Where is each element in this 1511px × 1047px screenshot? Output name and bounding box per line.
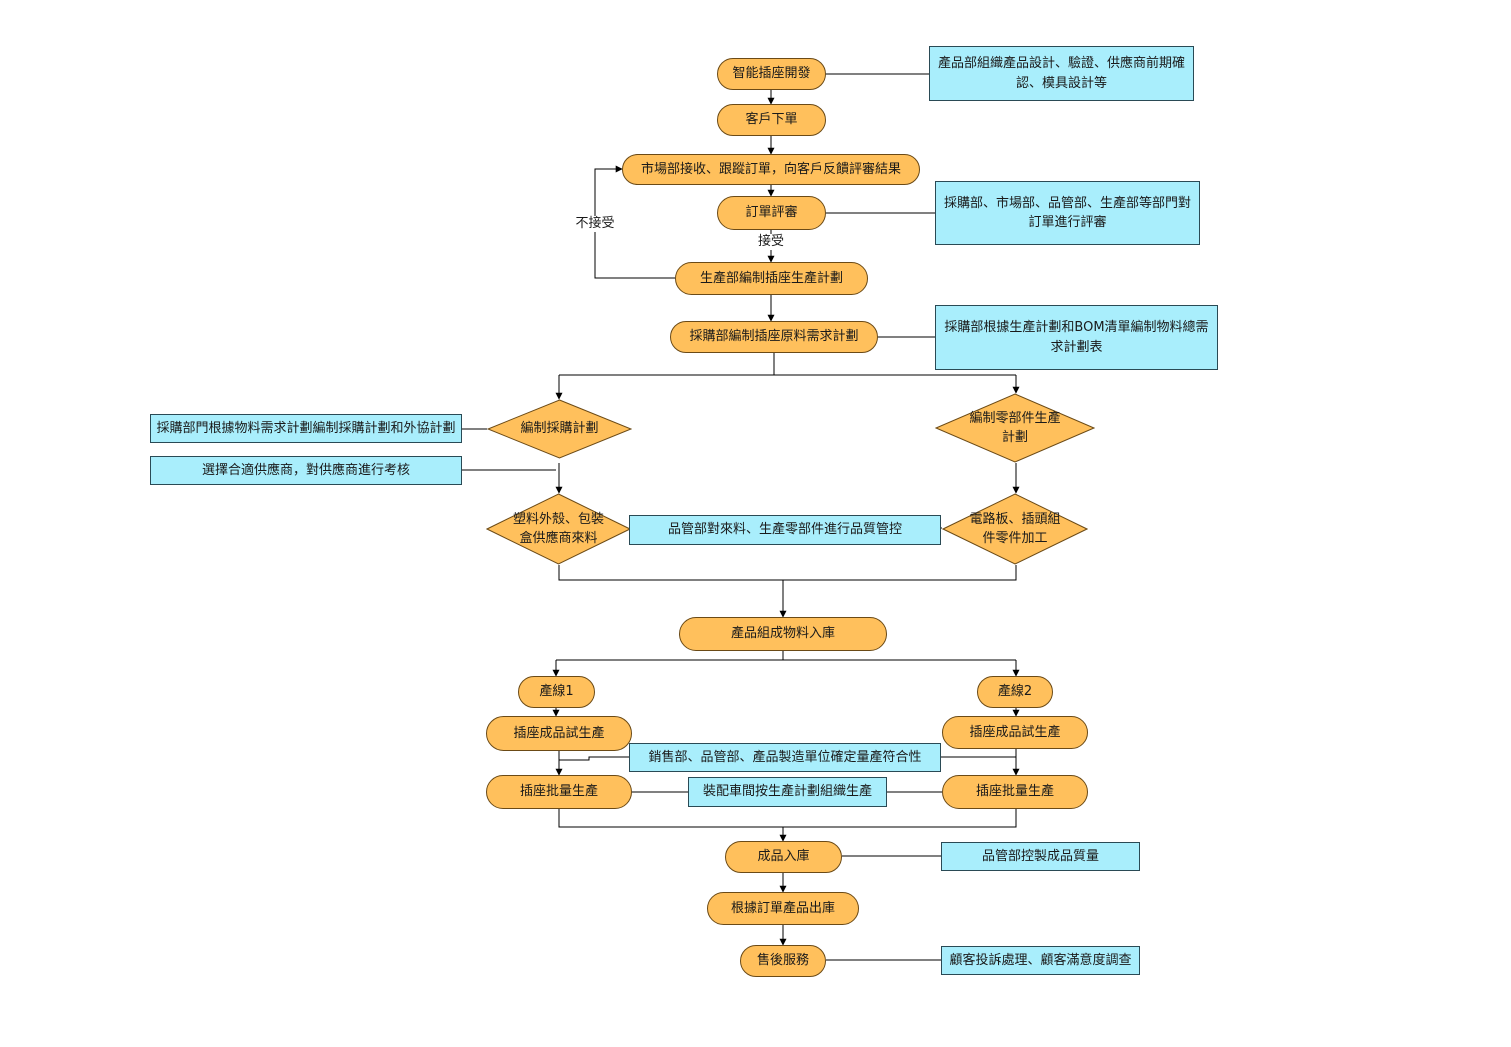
node-material-storage: 產品組成物料入庫 (679, 617, 887, 651)
note-purchase-dept: 採購部門根據物料需求計劃編制採購計劃和外協計劃 (150, 414, 462, 443)
note-qc-incoming: 品管部對來料、生產零部件進行品質管控 (629, 515, 941, 545)
edge-batch-merge (558, 809, 1017, 828)
note-complaints: 顧客投訴處理、顧客滿意度調查 (941, 946, 1140, 975)
node-trial1: 插座成品試生產 (486, 716, 632, 751)
edge-storage-split (556, 651, 1016, 661)
note-bom-plan: 採購部根據生產計劃和BOM清單編制物料總需求計劃表 (935, 305, 1218, 370)
edge-merge (558, 565, 1017, 581)
label-not-accepted: 不接受 (571, 216, 619, 232)
node-batch2: 插座批量生產 (942, 775, 1088, 809)
node-pcb-process-label: 電路板、插頭組件零件加工 (969, 511, 1061, 547)
note-mass-conformity: 銷售部、品管部、產品製造單位確定量產符合性 (629, 743, 941, 772)
node-purchase-plan: 編制採購計劃 (487, 399, 632, 459)
node-shipment: 根據訂單產品出庫 (707, 892, 859, 925)
label-accepted: 接受 (755, 234, 787, 250)
node-smart-socket-dev: 智能插座開發 (717, 58, 826, 90)
node-order-review: 訂單評審 (717, 196, 826, 230)
note-assembly-workshop: 裝配車間按生產計劃組織生產 (688, 777, 887, 807)
node-parts-plan: 編制零部件生產計劃 (935, 393, 1095, 463)
node-trial2: 插座成品試生產 (942, 716, 1088, 749)
node-batch1: 插座批量生產 (486, 775, 632, 809)
node-purchase-plan-label: 編制採購計劃 (520, 421, 599, 437)
node-plastic-supply: 塑料外殼、包裝盒供應商來料 (486, 493, 631, 565)
node-production-plan: 生產部編制插座生產計劃 (675, 262, 868, 295)
note-product-dept: 產品部組織產品設計、驗證、供應商前期確認、模具設計等 (929, 46, 1194, 101)
edge-material-split (559, 353, 1016, 376)
node-plastic-supply-label: 塑料外殼、包裝盒供應商來料 (512, 511, 604, 547)
node-line2: 產線2 (977, 676, 1053, 708)
node-pcb-process: 電路板、插頭組件零件加工 (942, 493, 1088, 565)
node-market-receive: 市場部接收、跟蹤訂單，向客戶反饋評審結果 (622, 154, 920, 185)
note-supplier-select: 選擇合適供應商，對供應商進行考核 (150, 456, 462, 485)
node-line1: 產線1 (518, 676, 595, 708)
node-finished-storage: 成品入庫 (725, 841, 842, 873)
node-customer-order: 客戶下單 (717, 104, 826, 136)
note-qc-finished: 品管部控製成品質量 (941, 842, 1140, 871)
node-after-sales: 售後服務 (740, 945, 826, 977)
note-link-conformity-left (559, 756, 629, 761)
node-parts-plan-label: 編制零部件生產計劃 (969, 410, 1061, 446)
note-review-depts: 採購部、市場部、品管部、生產部等部門對訂單進行評審 (935, 181, 1200, 245)
node-material-plan: 採購部編制插座原料需求計劃 (670, 321, 878, 353)
